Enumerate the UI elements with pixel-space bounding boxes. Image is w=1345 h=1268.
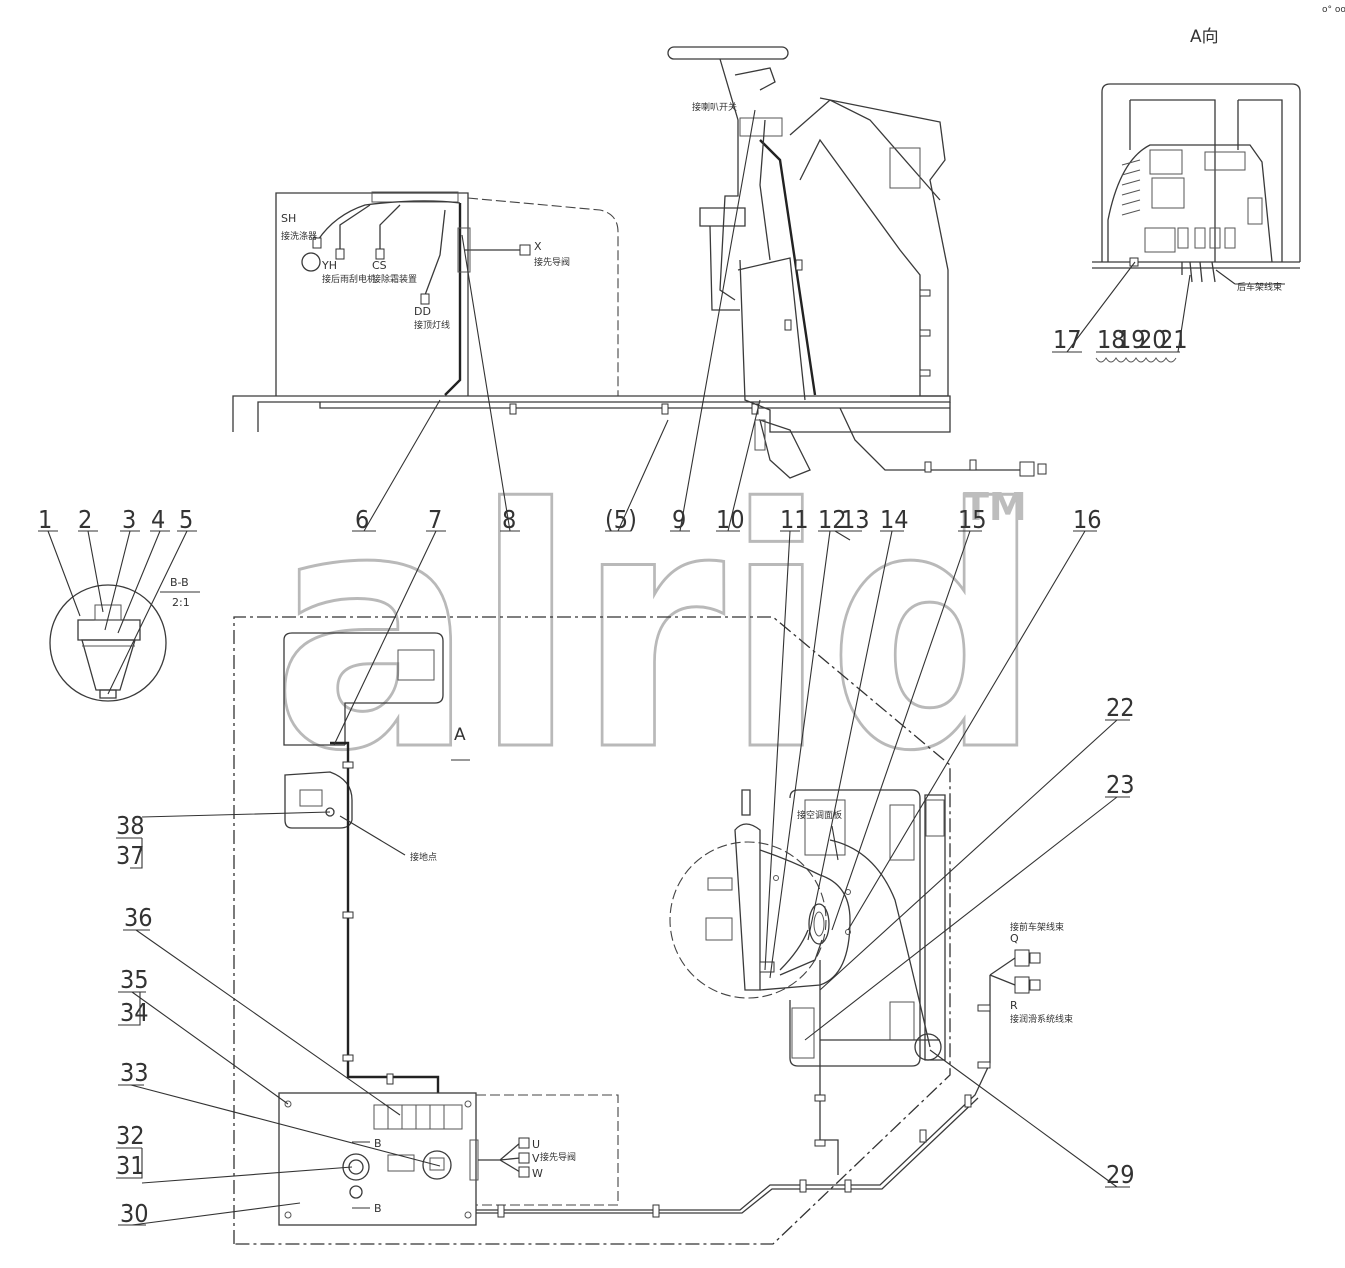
callout-33: 33 <box>120 1058 149 1087</box>
q-label: 接前车架线束 <box>1010 921 1064 933</box>
sh-code: SH <box>281 212 296 225</box>
callout-5: 5 <box>179 505 193 534</box>
callout-5-ref: (5) <box>605 505 637 534</box>
callout-2: 2 <box>78 505 92 534</box>
sh-label: 接洗涤器 <box>281 230 317 242</box>
conn-u: U <box>532 1138 540 1151</box>
callout-29: 29 <box>1106 1160 1135 1189</box>
callout-3: 3 <box>122 505 136 534</box>
yh-code: YH <box>321 259 337 272</box>
callout-19: 19 <box>1117 325 1146 354</box>
bottom-cab-view: B B U V W 接先导阀 <box>233 616 1073 1245</box>
uvw-label: 接先导阀 <box>540 1151 576 1163</box>
rear-frame-harness-label: 后车架线束 <box>1237 281 1282 293</box>
view-a-mark: A <box>454 725 466 745</box>
section-b-bottom: B <box>374 1202 382 1215</box>
yh-label: 接后雨刮电机 <box>322 273 376 285</box>
x-label: 接先导阀 <box>534 256 570 268</box>
callout-14: 14 <box>880 505 909 534</box>
watermark-tm: TM <box>963 485 1027 529</box>
watermark-text: alrid <box>272 439 1042 823</box>
conn-w: W <box>532 1167 543 1180</box>
callout-18: 18 <box>1097 325 1126 354</box>
section-bb: B-B 2:1 <box>49 576 200 702</box>
conn-v: V <box>532 1152 540 1165</box>
callout-31: 31 <box>116 1151 145 1180</box>
r-label: 接润滑系统线束 <box>1010 1013 1073 1025</box>
ac-panel-label: 接空调面板 <box>797 809 842 821</box>
callout-7: 7 <box>428 505 442 534</box>
callout-10: 10 <box>716 505 745 534</box>
r-code: R <box>1010 999 1018 1012</box>
callout-15: 15 <box>958 505 987 534</box>
dd-code: DD <box>414 305 431 318</box>
callout-13: 13 <box>841 505 870 534</box>
cs-label: 接除霜装置 <box>372 273 417 285</box>
ground-point-label: 接地点 <box>410 851 437 863</box>
callout-leaders <box>38 109 1191 1226</box>
callout-1: 1 <box>38 505 52 534</box>
horn-label: 接喇叭开关 <box>692 101 737 113</box>
x-code: X <box>534 240 542 253</box>
callout-11: 11 <box>780 505 809 534</box>
section-b-top: B <box>374 1137 382 1150</box>
callout-numbers: 1 2 3 4 5 6 7 8 (5) 9 10 11 12 13 14 15 … <box>38 325 1188 1228</box>
callout-21: 21 <box>1159 325 1188 354</box>
callout-20: 20 <box>1138 325 1167 354</box>
view-a: A向 后车架线束 <box>1092 27 1301 293</box>
section-bb-title: B-B <box>170 576 189 589</box>
callout-35: 35 <box>120 965 149 994</box>
callout-23: 23 <box>1106 770 1135 799</box>
callout-17: 17 <box>1053 325 1082 354</box>
callout-6: 6 <box>355 505 369 534</box>
view-a-title: A向 <box>1190 27 1219 47</box>
corner-mark: o° ooo <box>1322 5 1345 15</box>
callout-8: 8 <box>502 505 516 534</box>
section-bb-scale: 2:1 <box>172 596 190 609</box>
callout-30: 30 <box>120 1199 149 1228</box>
q-code: Q <box>1010 932 1019 945</box>
callout-22: 22 <box>1106 693 1135 722</box>
callout-4: 4 <box>151 505 165 534</box>
callout-9: 9 <box>672 505 686 534</box>
callout-32: 32 <box>116 1121 145 1150</box>
callout-34: 34 <box>120 998 149 1027</box>
cs-code: CS <box>372 259 387 272</box>
watermark: alrid TM <box>271 438 1044 825</box>
top-cab-view: SH 接洗涤器 YH 接后雨刮电机 CS 接除霜装置 DD 接顶灯线 X 接先导… <box>232 46 1047 479</box>
callout-37: 37 <box>116 841 145 870</box>
dd-label: 接顶灯线 <box>414 319 450 331</box>
callout-12: 12 <box>818 505 847 534</box>
callout-36: 36 <box>124 903 153 932</box>
callout-16: 16 <box>1073 505 1102 534</box>
callout-38: 38 <box>116 811 145 840</box>
